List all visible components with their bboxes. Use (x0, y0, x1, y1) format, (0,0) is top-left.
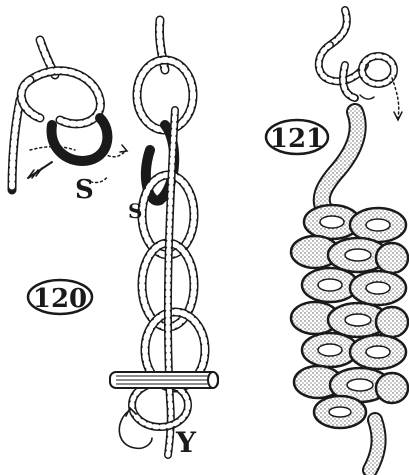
figure-number-120-label: 120 (33, 284, 87, 314)
figure-number-121: 121 (266, 120, 328, 154)
figure-number-121-label: 121 (270, 124, 324, 154)
figure-121-knot-detail (319, 10, 402, 120)
letter-s-small-loop: S (75, 175, 94, 205)
figure-121-braided-sinnet (291, 112, 408, 470)
figure-number-120: 120 (28, 280, 92, 314)
figure-120-chain-sinnet (119, 20, 205, 455)
toggle-bar (110, 372, 218, 388)
letter-s-chain: S (128, 199, 142, 223)
figure-120-loop-detail (12, 40, 127, 190)
letter-y: Y (175, 426, 197, 459)
